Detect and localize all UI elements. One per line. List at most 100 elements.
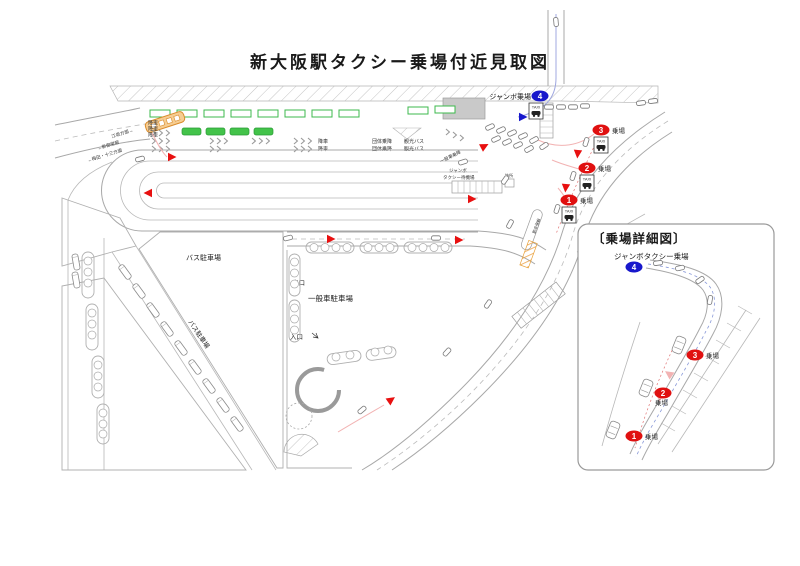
tree-icon <box>374 243 384 252</box>
road-direction-labels: 江坂方面→ ←新御堂筋 ←梅田・十三方面 <box>87 127 135 164</box>
bus-icon <box>145 301 161 319</box>
car-icon <box>523 144 535 154</box>
bus-icon <box>229 415 245 433</box>
tree-icon <box>320 243 330 252</box>
flow-arrow-down <box>561 183 571 193</box>
bus-icon <box>229 127 250 136</box>
tree-icon <box>407 243 417 252</box>
inset-route-red <box>634 337 679 449</box>
inset-stand-1-label: 乗場 <box>645 432 659 441</box>
flow-arrow-right <box>468 194 477 204</box>
car-icon <box>569 170 577 182</box>
entrance-label: 入口 <box>290 333 303 341</box>
stand-badge-1-num: 1 <box>567 196 572 205</box>
inset-title: 〔乗場詳細図〕 <box>592 231 687 246</box>
bus-icon <box>71 253 81 271</box>
tree-row-top <box>305 241 453 254</box>
inset-stand-2-label: 乗場 <box>655 398 669 407</box>
chevron-icon <box>445 128 450 136</box>
lane-label-tour: 観光バス <box>404 146 424 153</box>
terminal-loop <box>101 149 478 232</box>
car-icon <box>568 104 578 110</box>
chevron-icon <box>223 137 228 145</box>
car-icon <box>538 141 550 151</box>
loop-lane <box>120 160 478 221</box>
front-street-upper <box>477 230 547 251</box>
tree-icon <box>429 243 439 252</box>
inset-road-outer <box>641 259 723 461</box>
stand-badge-3 <box>592 124 610 136</box>
main-curve-inner <box>391 131 673 471</box>
crosswalk-label: 横断歩道 <box>531 218 542 235</box>
inset-jumbo-label: ジャンボタクシー乗場 <box>614 251 689 261</box>
taxi-sign-icon: TAXI <box>579 174 595 192</box>
flow-arrow <box>479 140 491 152</box>
flow-arrow-left <box>143 188 152 198</box>
car-icon <box>495 125 507 135</box>
bus-bays <box>181 127 274 136</box>
car-icon <box>505 218 515 230</box>
bus-shelter <box>338 109 360 118</box>
car-icon <box>647 97 659 105</box>
inset-badge-3 <box>686 349 704 361</box>
stairs-east <box>511 281 566 329</box>
tree-icon <box>418 243 428 252</box>
tree-icon <box>370 347 380 357</box>
inset-badge-1-num: 1 <box>632 432 637 441</box>
plaza-features <box>283 345 397 457</box>
tree-icon <box>383 345 393 355</box>
tree-row-west <box>288 253 301 343</box>
jumbo-wait-label-1: ジャンボ <box>449 167 467 173</box>
north-approach-road <box>547 10 565 86</box>
bus-icon <box>201 377 217 395</box>
chevron-icon <box>300 137 305 145</box>
tree-icon <box>290 325 299 335</box>
direction-label: 江坂方面→ <box>111 127 135 140</box>
inset-badge-2 <box>654 387 672 399</box>
bus-icon <box>71 271 81 289</box>
taxi-sign-icon: TAXI <box>593 136 609 154</box>
main-curve-centerline <box>376 120 669 471</box>
stand-badge-2-num: 2 <box>585 164 590 173</box>
bus-icon <box>159 320 175 338</box>
inset-badge-4-num: 4 <box>632 263 637 272</box>
route-pink <box>337 404 385 433</box>
chevron-icon <box>307 137 312 145</box>
route-red-dashed <box>555 139 598 235</box>
diagonal-street <box>111 245 277 471</box>
bus-shelter <box>311 109 333 118</box>
inset-badge-1 <box>625 430 643 442</box>
stand-badge-4 <box>531 90 549 102</box>
bus-icon <box>173 339 189 357</box>
car-icon <box>553 16 559 28</box>
car-icon <box>483 298 493 310</box>
tree-icon <box>290 303 299 313</box>
stairs-plaza <box>283 433 319 457</box>
stand-badge-4-num: 4 <box>538 92 543 101</box>
bus-icon <box>215 396 231 414</box>
tree-icon <box>93 360 103 370</box>
left-avenue-edges <box>54 107 151 159</box>
chevron-icon <box>300 145 305 153</box>
jumbo-wait-area: ジャンボ タクシー待機場 詰所 一般車乗降 横断歩道 <box>439 148 543 269</box>
car-icon <box>441 346 453 358</box>
main-curve-outer <box>361 111 666 471</box>
general-parking-outline <box>286 250 352 469</box>
car-icon <box>556 104 566 110</box>
inset-stand-3-label: 乗場 <box>706 351 720 360</box>
taxi-sign-icon: TAXI <box>561 206 577 224</box>
tree-icon <box>98 419 108 429</box>
chevron-icon <box>165 137 170 145</box>
car-icon <box>356 405 368 415</box>
taxi-stands: ジャンボ乗場 4 TAXI 3 乗場 TAXI 2 <box>489 90 626 224</box>
chevron-icon <box>209 145 214 153</box>
lane-label-drop: 降車 <box>318 146 328 153</box>
taxi-sign-icon: TAXI <box>528 102 544 120</box>
bus-terminal: 降車 降車 降車 降車 降車 団体乗降 団体乗降 観光バス 観光バス <box>101 105 478 232</box>
bus-icon <box>131 282 147 300</box>
bus-shelter <box>284 109 306 118</box>
car-icon <box>528 135 540 145</box>
lane-label-drop: 降車 <box>318 138 328 145</box>
office-label: 詰所 <box>505 172 513 178</box>
